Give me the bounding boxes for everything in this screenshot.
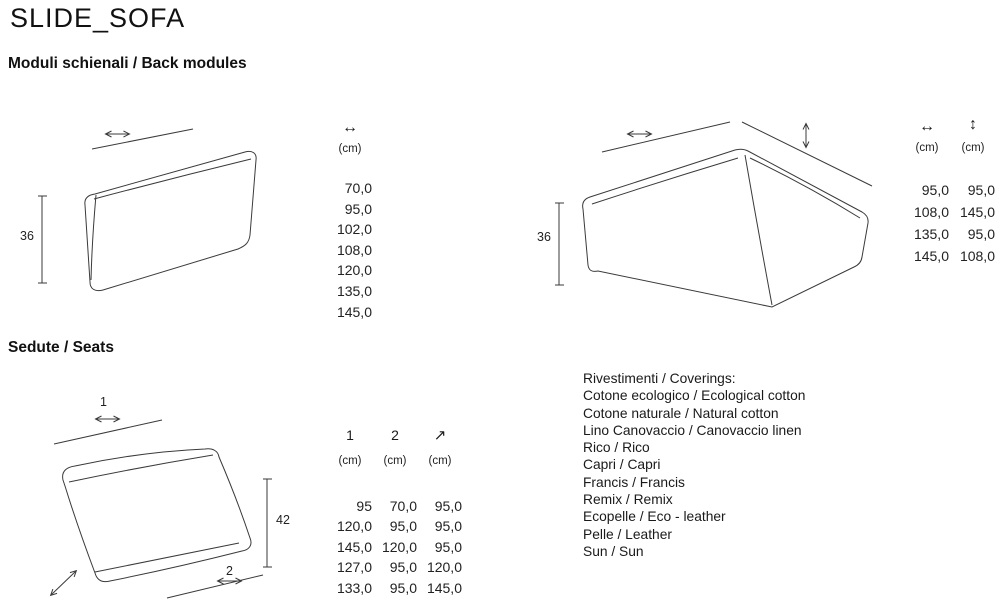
seat-dimensions-table: 95 70,0 95,0 120,0 95,0 95,0 145,0 120,0…: [328, 496, 462, 598]
coverings-item: Sun / Sun: [583, 543, 644, 559]
seat-dim1-value: 133,0: [336, 579, 372, 596]
corner-depth-value: 108,0: [959, 248, 995, 264]
cushion-seam: [94, 542, 240, 573]
section-heading-back-modules: Moduli schienali / Back modules: [8, 55, 247, 72]
table-row: 145,0 120,0 95,0: [328, 537, 462, 557]
back-module-height-value: 36: [20, 229, 34, 243]
back-width-value: 145,0: [336, 303, 372, 320]
coverings-block: Rivestimenti / Coverings: Cotone ecologi…: [583, 370, 805, 560]
cushion-seam: [749, 157, 861, 219]
seat-dim2-value: 95,0: [389, 518, 417, 535]
table-row: 95,0 95,0: [905, 179, 995, 201]
cushion-seam: [90, 194, 97, 281]
cushion-seam: [744, 154, 773, 306]
coverings-item: Capri / Capri: [583, 457, 661, 473]
back-width-value: 102,0: [336, 221, 372, 238]
corner-width-value: 108,0: [913, 204, 949, 220]
seat-col2-unit: (cm): [383, 455, 407, 467]
seat-col2-header: 2: [391, 427, 399, 443]
back-width-table: 70,0 95,0 102,0 108,0 120,0 135,0 145,0: [328, 178, 372, 322]
cushion-seam: [93, 158, 252, 200]
coverings-item: Ecopelle / Eco - leather: [583, 509, 726, 525]
back-width-unit: (cm): [338, 143, 362, 155]
coverings-item: Cotone ecologico / Ecological cotton: [583, 388, 806, 404]
cushion-outline: [84, 150, 257, 292]
seat-dim1-value: 127,0: [336, 559, 372, 576]
seat-dim2-label: 2: [226, 564, 233, 578]
cushion-outline: [582, 148, 869, 308]
coverings-item: Lino Canovaccio / Canovaccio linen: [583, 422, 802, 438]
seat-dim1-value: 95: [356, 498, 372, 514]
seat-col3-unit: (cm): [428, 455, 452, 467]
table-row: 127,0 95,0 120,0: [328, 557, 462, 577]
section-heading-seats: Sedute / Seats: [8, 339, 114, 356]
back-width-arrow-icon: ↔: [342, 119, 358, 136]
corner-width-value: 135,0: [913, 226, 949, 242]
seat-dim1-value: 120,0: [336, 518, 372, 535]
seat-dim2-value: 95,0: [389, 559, 417, 576]
seat-diag-value: 95,0: [434, 538, 462, 555]
seat-cushion-outline: [62, 448, 252, 583]
corner-depth-value: 95,0: [967, 182, 995, 198]
coverings-item: Remix / Remix: [583, 492, 673, 508]
seat-drawing: [49, 415, 272, 599]
seat-diag-value: 145,0: [426, 579, 462, 596]
table-row: 135,0 95,0: [905, 223, 995, 245]
seat-height-value: 42: [276, 513, 290, 527]
table-row: 133,0 95,0 145,0: [328, 578, 462, 598]
corner-depth-value: 145,0: [959, 204, 995, 220]
corner-depth-unit: (cm): [961, 142, 985, 154]
corner-width-value: 145,0: [913, 248, 949, 264]
dim1-dimension-line: [53, 419, 163, 445]
seat-dim2-value: 120,0: [381, 538, 417, 555]
coverings-item: Francis / Francis: [583, 474, 685, 490]
table-row: 95 70,0 95,0: [328, 496, 462, 516]
corner-depth-arrow-icon: ↕: [969, 116, 977, 133]
seat-col1-unit: (cm): [338, 455, 362, 467]
corner-module-height-value: 36: [537, 230, 551, 244]
corner-width-unit: (cm): [915, 142, 939, 154]
corner-depth-value: 95,0: [967, 226, 995, 242]
corner-width-value: 95,0: [921, 182, 949, 198]
seat-diagonal-arrow-icon: ↗: [433, 427, 447, 444]
seat-diag-value: 95,0: [434, 518, 462, 535]
seat-dim2-value: 95,0: [389, 579, 417, 596]
height-dimension-line: [263, 478, 272, 568]
seat-dim1-value: 145,0: [336, 538, 372, 555]
back-width-value: 120,0: [336, 262, 372, 279]
height-dimension-line: [38, 195, 47, 284]
width-dimension-line: [601, 121, 731, 153]
cushion-seam: [68, 454, 214, 483]
table-row: 120,0 95,0 95,0: [328, 516, 462, 536]
corner-dimensions-table: 95,0 95,0 108,0 145,0 135,0 95,0 145,0 1…: [905, 179, 995, 267]
seat-col1-header: 1: [346, 427, 354, 443]
back-module-straight-drawing: [38, 128, 257, 292]
table-row: 108,0 145,0: [905, 201, 995, 223]
back-cushion-outline: [84, 150, 257, 292]
height-dimension-line: [555, 202, 564, 286]
back-module-corner-drawing: [555, 121, 873, 308]
seat-diag-value: 95,0: [434, 498, 462, 514]
corner-cushion-outline: [582, 148, 869, 308]
back-width-value: 108,0: [336, 241, 372, 258]
seat-dim1-label: 1: [100, 395, 107, 409]
table-row: 145,0 108,0: [905, 245, 995, 267]
width-dimension-line: [91, 128, 194, 150]
page-title: SLIDE_SOFA: [10, 3, 186, 33]
coverings-item: Cotone naturale / Natural cotton: [583, 405, 779, 421]
dim2-dimension-line: [166, 574, 264, 599]
cushion-outline: [62, 448, 252, 583]
seat-dim2-value: 70,0: [389, 498, 417, 514]
diagonal-depth-arrow-icon: [49, 569, 78, 597]
back-width-value: 95,0: [344, 200, 372, 217]
back-width-value: 135,0: [336, 282, 372, 299]
back-width-value: 70,0: [344, 180, 372, 196]
corner-width-arrow-icon: ↔: [919, 118, 935, 135]
coverings-item: Rico / Rico: [583, 440, 650, 456]
cushion-seam: [591, 157, 739, 205]
seat-diag-value: 120,0: [426, 559, 462, 576]
coverings-item: Pelle / Leather: [583, 526, 672, 542]
coverings-title: Rivestimenti / Coverings:: [583, 371, 736, 386]
depth-dimension-line: [741, 121, 873, 187]
